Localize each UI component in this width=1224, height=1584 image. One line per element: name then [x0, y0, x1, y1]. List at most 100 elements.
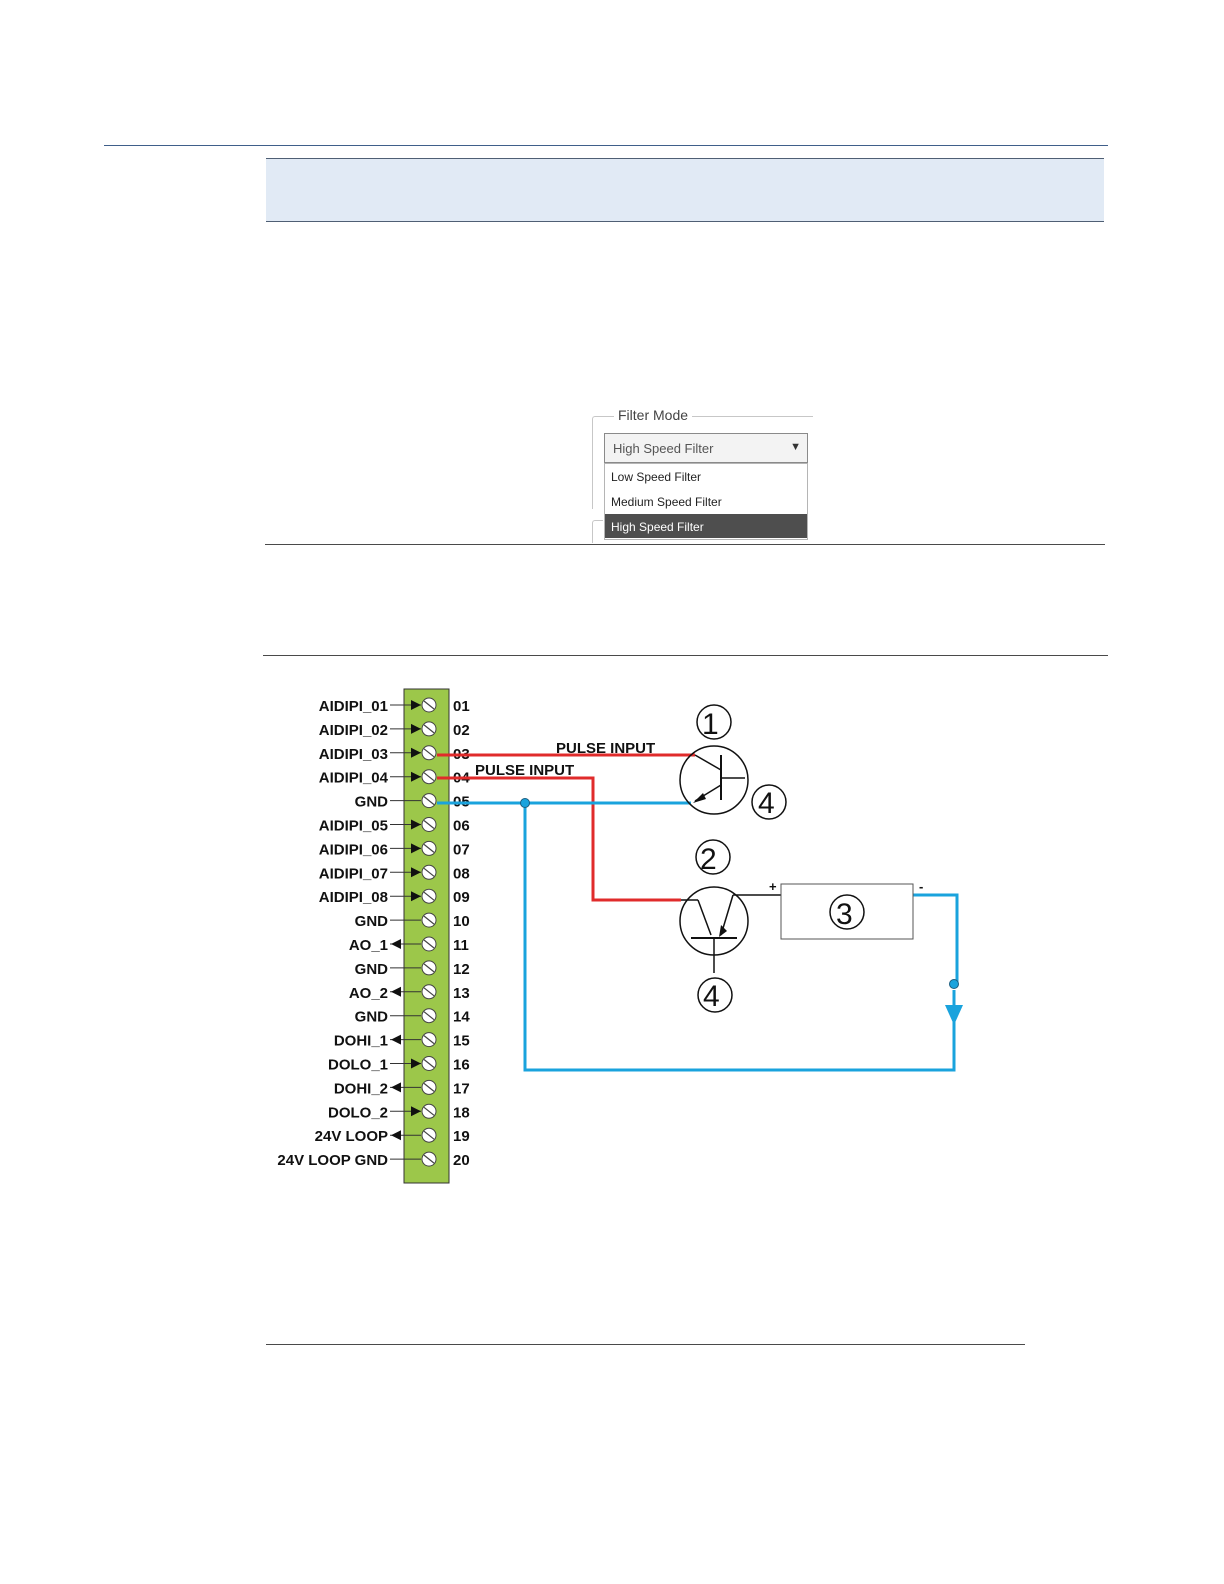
- terminal-label-16: DOLO_1: [328, 1057, 388, 1074]
- terminal-number-20: 20: [453, 1152, 470, 1169]
- terminal-number-13: 13: [453, 985, 470, 1002]
- screw-slot: [423, 1059, 435, 1068]
- terminal-label-10: GND: [355, 913, 389, 930]
- input-arrow-icon: [411, 747, 421, 758]
- screw-slot: [423, 963, 435, 973]
- callout-3-ring: [829, 894, 865, 930]
- terminal-label-19: 24V LOOP: [315, 1128, 388, 1145]
- section-rule-1: [265, 544, 1105, 545]
- note-box: [266, 158, 1104, 222]
- terminal-number-08: 08: [453, 865, 470, 882]
- output-arrow-icon: [391, 1034, 401, 1045]
- terminal-number-02: 02: [453, 722, 470, 739]
- filter-mode-legend: Filter Mode: [614, 407, 693, 423]
- option-high-speed-filter[interactable]: High Speed Filter: [605, 514, 807, 538]
- screw-slot: [423, 915, 435, 925]
- screw-slot: [423, 987, 435, 997]
- chevron-down-icon: ▼: [790, 441, 801, 453]
- junction-dot-05: [520, 798, 530, 808]
- callout-4b-ring: [697, 977, 733, 1013]
- terminal-label-18: DOLO_2: [328, 1104, 388, 1121]
- terminal-label-05: GND: [355, 794, 389, 811]
- terminal-label-17: DOHI_2: [334, 1080, 388, 1097]
- terminal-label-14: GND: [355, 1009, 389, 1026]
- screw-slot: [423, 772, 435, 782]
- terminal-label-12: GND: [355, 961, 389, 978]
- input-arrow-icon: [411, 843, 421, 854]
- input-arrow-icon: [411, 867, 421, 878]
- terminal-number-10: 10: [453, 913, 470, 930]
- terminal-label-15: DOHI_1: [334, 1033, 388, 1050]
- filter-mode-panel: Filter Mode High Speed Filter ▼ Low Spee…: [584, 403, 814, 543]
- pulse-input-label-1: PULSE INPUT: [556, 740, 655, 757]
- terminal-number-12: 12: [453, 961, 470, 978]
- blue-wire-load: [913, 893, 959, 985]
- option-low-speed-filter[interactable]: Low Speed Filter: [611, 470, 702, 484]
- screw-slot: [423, 1035, 435, 1045]
- terminal-number-17: 17: [453, 1080, 470, 1097]
- option-medium-speed-filter[interactable]: Medium Speed Filter: [611, 495, 722, 509]
- transistor-1: [679, 745, 749, 815]
- load-plus-label: +: [769, 879, 777, 894]
- transistor-2: [679, 886, 781, 973]
- terminal-label-20: 24V LOOP GND: [277, 1152, 388, 1169]
- pulse-input-label-2: PULSE INPUT: [475, 762, 574, 779]
- terminal-number-11: 11: [453, 937, 469, 954]
- terminal-label-04: AIDIPI_04: [319, 770, 389, 787]
- terminal-number-07: 07: [453, 841, 470, 858]
- terminal-label-03: AIDIPI_03: [319, 746, 388, 763]
- terminal-number-18: 18: [453, 1104, 470, 1121]
- blue-arrow-down: [945, 1005, 963, 1025]
- terminal-label-02: AIDIPI_02: [319, 722, 388, 739]
- callout-2: 2: [700, 843, 717, 876]
- filter-mode-select[interactable]: High Speed Filter ▼: [604, 433, 808, 463]
- terminal-number-14: 14: [453, 1009, 470, 1026]
- terminal-label-08: AIDIPI_07: [319, 865, 388, 882]
- terminal-label-11: AO_1: [349, 937, 388, 954]
- callout-4b: 4: [703, 980, 720, 1013]
- filter-mode-dropdown: Low Speed Filter Medium Speed Filter Hig…: [604, 463, 808, 540]
- screw-slot: [423, 939, 435, 949]
- output-arrow-icon: [391, 986, 401, 997]
- screw-slot: [423, 820, 435, 829]
- filter-mode-selected-value: High Speed Filter: [613, 441, 714, 456]
- input-arrow-icon: [411, 700, 421, 710]
- fieldset-stub: [592, 520, 603, 543]
- terminal-number-01: 01: [453, 698, 470, 715]
- terminal-label-07: AIDIPI_06: [319, 841, 388, 858]
- output-arrow-icon: [391, 1130, 401, 1141]
- screw-slot: [423, 1011, 435, 1021]
- section-rule-2: [263, 655, 1108, 656]
- red-wire-04: [437, 776, 681, 902]
- section-rule-3: [266, 1344, 1025, 1345]
- terminal-number-16: 16: [453, 1057, 470, 1074]
- screw-slot: [423, 724, 435, 734]
- terminal-label-13: AO_2: [349, 985, 388, 1002]
- screw-slot: [423, 891, 435, 901]
- terminal-label-01: AIDIPI_01: [319, 698, 388, 715]
- input-arrow-icon: [411, 771, 421, 782]
- terminal-number-09: 09: [453, 889, 470, 906]
- header-rule: [104, 145, 1108, 146]
- input-arrow-icon: [411, 723, 421, 734]
- terminal-number-06: 06: [453, 818, 470, 835]
- screw-slot: [423, 700, 435, 710]
- input-arrow-icon: [411, 891, 421, 902]
- callout-1-ring: [696, 704, 732, 740]
- screw-slot: [423, 867, 435, 877]
- filter-mode-fieldset: [592, 416, 813, 509]
- input-arrow-icon: [411, 1106, 421, 1117]
- input-arrow-icon: [411, 819, 421, 830]
- callout-4a-ring: [751, 784, 787, 820]
- terminal-label-06: AIDIPI_05: [319, 818, 388, 835]
- callout-3: 3: [836, 898, 853, 931]
- terminal-number-15: 15: [453, 1033, 470, 1050]
- callout-1: 1: [702, 708, 719, 741]
- callout-2-ring: [695, 839, 731, 875]
- terminal-label-09: AIDIPI_08: [319, 889, 388, 906]
- screw-slot: [423, 1154, 435, 1164]
- screw-slot: [423, 1130, 435, 1140]
- screw-slot: [423, 796, 435, 806]
- callout-4a: 4: [758, 787, 775, 820]
